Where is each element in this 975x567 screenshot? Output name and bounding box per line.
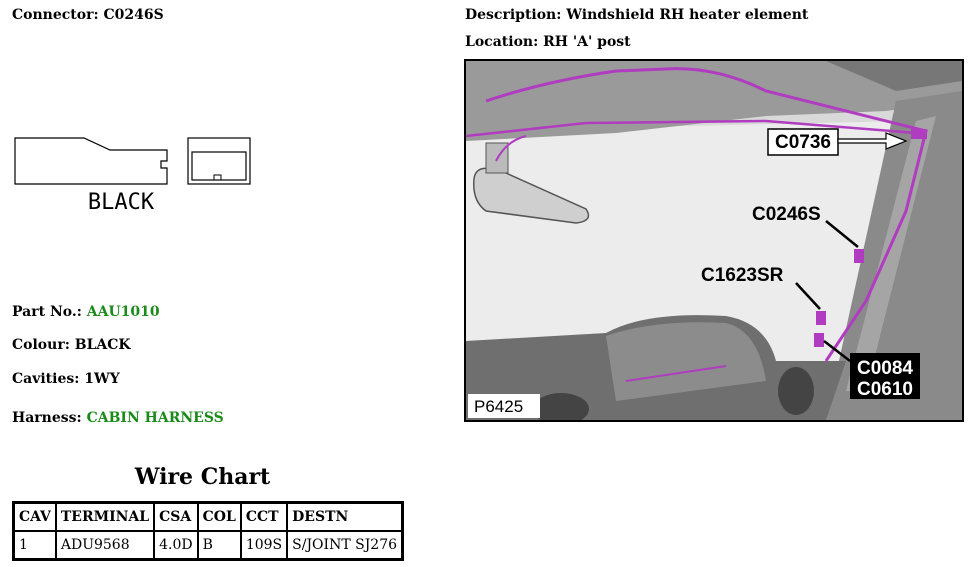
conn-c1623sr-mark [816,311,826,325]
conn-c0736-mark [911,129,927,139]
callout-c1623sr-text: C1623SR [701,265,784,286]
header-cav: CAV [12,501,57,532]
harness-label: Harness: [12,410,82,426]
left-vent [533,393,589,420]
callout-c1623sr-leader [795,282,821,310]
connector-label: Connector: [12,7,99,23]
connector-latch [213,174,222,181]
description-value: Windshield RH heater element [566,7,809,23]
connector-front-outer [187,137,251,185]
headliner [466,61,962,141]
windshield-glass [466,121,906,361]
colour-value: BLACK [74,337,131,353]
cavities-label: Cavities: [12,371,80,387]
cell-destn: S/JOINT SJ276 [286,530,404,561]
harness-wire-dash [625,365,727,382]
photo-ref-box [468,394,540,418]
location-line: Location: RH 'A' post [465,34,631,50]
wire-chart-title: Wire Chart [134,464,271,490]
cell-csa: 4.0D [153,530,199,561]
instrument-cluster [606,322,766,401]
description-label: Description: [465,7,562,23]
part-no-label: Part No.: [12,304,82,320]
callout-c0246s-text: C0246S [752,204,821,225]
location-label: Location: [465,34,539,50]
drawing-color-label: BLACK [88,190,155,215]
cell-cct: 109S [239,530,289,561]
roof-trim [826,61,962,91]
header-col: COL [196,501,242,532]
harness-value[interactable]: CABIN HARNESS [86,410,224,426]
description-line: Description: Windshield RH heater elemen… [465,7,808,23]
callout-c0084-text: C0084 [857,358,913,379]
connector-line: Connector: C0246S [12,7,164,23]
photo-ref-text: P6425 [474,397,523,416]
header-csa: CSA [153,501,199,532]
callout-c0084-box [850,353,920,399]
part-no-line: Part No.: AAU1010 [12,304,160,320]
location-photo-drawing: C0736 C0246S C1623SR C0084 C0610 P6425 [466,61,962,420]
connector-face-drawing: BLACK [14,137,251,215]
connector-value: C0246S [103,7,164,23]
callout-c0736-text: C0736 [775,132,831,153]
wire-chart-header-row: CAV TERMINAL CSA COL CCT DESTN [12,501,404,532]
location-photo: C0736 C0246S C1623SR C0084 C0610 P6425 [464,59,964,422]
callout-c0736-arrow [837,132,908,150]
harness-wire-header [466,119,917,138]
colour-line: Colour: BLACK [12,337,131,353]
callout-c0246s-leader [825,220,859,248]
harness-wire-mirror [495,135,527,162]
callout-c0084-leader [823,340,851,362]
conn-c0246s-mark [854,249,864,263]
rear-mirror [473,167,590,224]
cell-col: B [196,530,242,561]
header-destn: DESTN [286,501,404,532]
cavities-value: 1WY [84,371,120,387]
cell-terminal: ADU9568 [54,530,156,561]
cell-cav: 1 [12,530,57,561]
colour-label: Colour: [12,337,70,353]
right-vent [778,367,814,415]
location-value: RH 'A' post [543,34,631,50]
cavities-line: Cavities: 1WY [12,371,120,387]
wire-chart-table: CAV TERMINAL CSA COL CCT DESTN 1 ADU9568… [12,501,405,561]
connector-front-inner [191,151,247,181]
harness-line: Harness: CABIN HARNESS [12,410,224,426]
conn-c0084-mark [814,333,824,347]
connector-side-outline [14,137,168,185]
header-terminal: TERMINAL [54,501,156,532]
table-row: 1 ADU9568 4.0D B 109S S/JOINT SJ276 [12,530,404,561]
part-no-value[interactable]: AAU1010 [86,304,160,320]
harness-wire-main [485,67,928,362]
header-cct: CCT [239,501,289,532]
callout-c0610-text: C0610 [857,379,913,400]
